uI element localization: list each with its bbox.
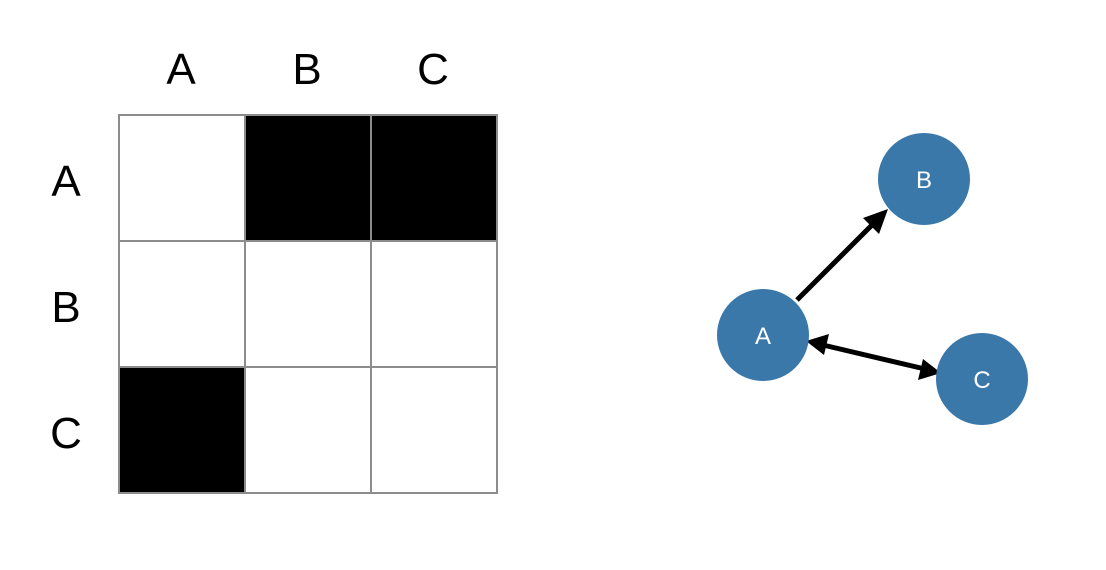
matrix-cell-a-b: [245, 115, 371, 241]
adjacency-matrix: [118, 114, 498, 494]
matrix-cell-c-c: [371, 367, 497, 493]
matrix-col-label-a: A: [166, 45, 196, 94]
matrix-col-label-b: B: [292, 45, 322, 94]
matrix-cell-c-b: [245, 367, 371, 493]
matrix-row-label-b: B: [51, 283, 81, 332]
graph-node-a: A: [717, 289, 809, 381]
matrix-col-label-c: C: [417, 45, 449, 94]
matrix-row-label-a: A: [51, 157, 81, 206]
matrix-row-label-c: C: [50, 409, 82, 458]
edge-a-to-b: [795, 209, 888, 302]
node-c-circle: [936, 333, 1028, 425]
node-b-circle: [878, 133, 970, 225]
matrix-cell-b-c: [371, 241, 497, 367]
node-a-label: A: [755, 323, 771, 350]
graph-node-c: C: [936, 333, 1028, 425]
edge-a-to-c-bidirectional: [806, 334, 941, 380]
node-b-label: B: [916, 167, 932, 194]
matrix-cell-b-b: [245, 241, 371, 367]
matrix-cell-a-a: [119, 115, 245, 241]
node-a-circle: [717, 289, 809, 381]
graph-node-b: B: [878, 133, 970, 225]
matrix-cell-a-c: [371, 115, 497, 241]
node-c-label: C: [973, 367, 990, 394]
matrix-cell-b-a: [119, 241, 245, 367]
matrix-cell-c-a: [119, 367, 245, 493]
